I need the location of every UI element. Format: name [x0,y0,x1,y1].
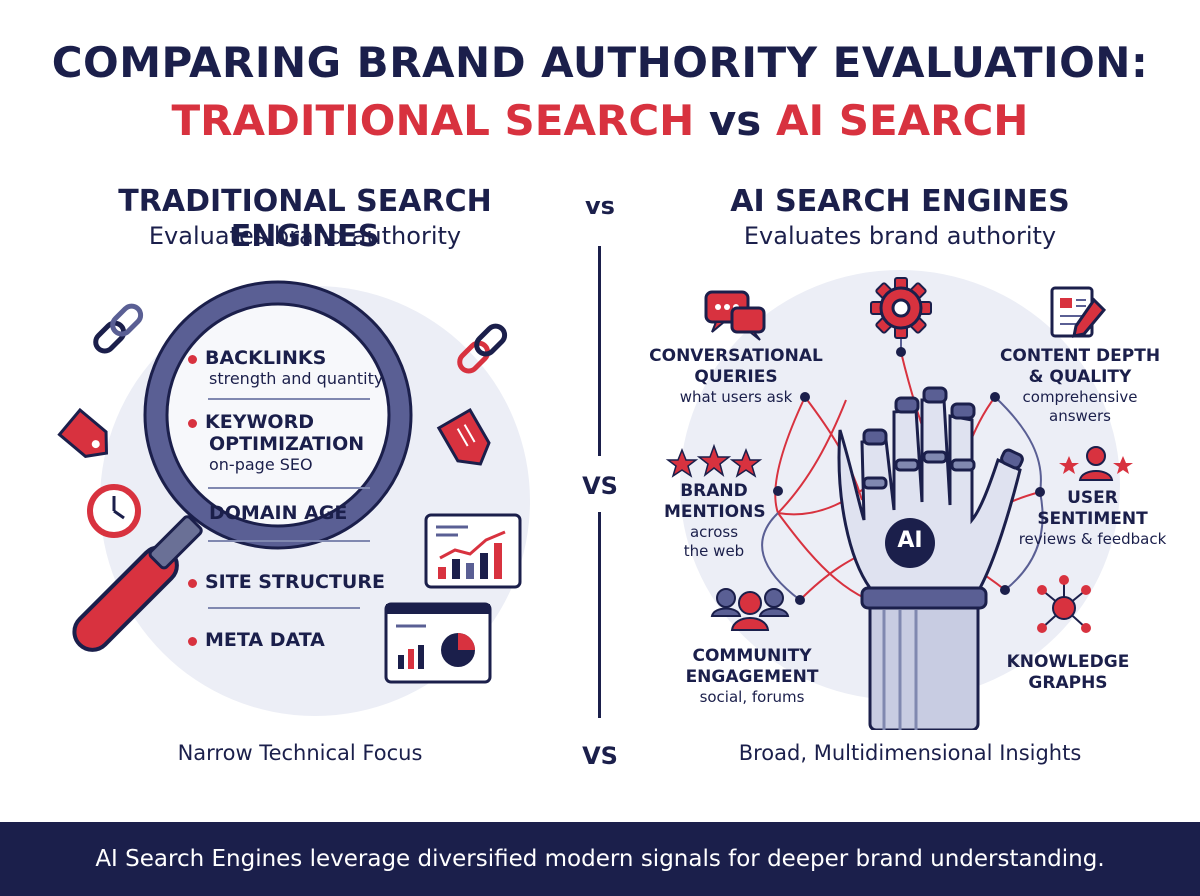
left-item-meta-data: META DATA [188,629,325,651]
backlinks-sub: strength and quantity [209,369,384,388]
footer-bar [0,822,1200,896]
divider-line [208,540,370,542]
keyword-sub: on-page SEO [209,455,313,474]
ai-item-user-sentiment: USER SENTIMENT reviews & feedback [1018,488,1167,548]
divider-line [208,398,370,400]
network-node [990,392,1000,402]
ai-badge-circle [885,518,935,568]
clock-icon [87,484,141,538]
footer-text: AI Search Engines leverage diversified m… [95,846,1105,872]
network-node [773,486,783,496]
title-line-1: COMPARING BRAND AUTHORITY EVALUATION: [51,38,1149,87]
network-node [896,347,906,357]
vs-bottom: VS [582,742,618,770]
ai-item-knowledge-graphs: KNOWLEDGE GRAPHS [1006,652,1130,693]
dashboard-icon [384,602,492,684]
left-illustration [57,280,522,684]
divider-line [208,607,360,609]
bullet-dot [188,579,197,588]
vs-middle: VS [582,472,618,500]
right-bottom-caption: Broad, Multidimensional Insights [738,741,1082,765]
title-vs: vs [708,96,762,145]
chain-icon [457,323,508,374]
network-node [1000,585,1010,595]
network-node [1035,487,1045,497]
left-item-domain-age: DOMAIN AGE [209,502,348,524]
right-illustration [665,277,1133,730]
ai-badge: AI [897,528,923,553]
ai-item-community: COMMUNITY ENGAGEMENT social, forums [685,646,819,706]
ai-item-content-depth: CONTENT DEPTH & QUALITY comprehensive an… [999,346,1161,425]
user-rating-icon [1059,446,1133,481]
document-pen-icon [1050,286,1107,338]
bar-chart-icon [424,513,522,589]
magnifier-lens [145,282,411,548]
bullet-dot [188,419,197,428]
left-item-keyword: KEYWORD OPTIMIZATION on-page SEO [188,411,364,475]
bullet-dot [188,355,197,364]
gear-icon [870,277,932,339]
right-heading: AI SEARCH ENGINES [730,184,1070,219]
tag-icon [436,407,491,466]
title-line-2: TRADITIONAL SEARCH vs AI SEARCH [0,96,1200,145]
community-icon [710,588,790,631]
divider-top [598,246,601,456]
divider-line [208,487,370,489]
ai-item-conversational: CONVERSATIONAL QUERIES what users ask [649,346,823,406]
network-node [800,392,810,402]
vs-top: vs [585,192,615,220]
right-subheading: Evaluates brand authority [743,222,1057,250]
bullet-dot [188,637,197,646]
chat-bubbles-icon [704,290,766,341]
network-node [795,595,805,605]
stars-icon [665,443,763,478]
tag-icon [57,407,109,458]
robot-hand-icon [837,386,1024,730]
left-item-backlinks: BACKLINKS strength and quantity [188,347,383,389]
ai-item-brand-mentions: BRAND MENTIONS across the web [664,481,766,560]
left-item-site-structure: SITE STRUCTURE [188,571,385,593]
knowledge-graph-icon [1037,575,1091,633]
left-bottom-caption: Narrow Technical Focus [177,741,423,765]
left-subheading: Evaluates brand authority [148,222,462,250]
divider-bottom [598,512,601,718]
title-traditional: TRADITIONAL SEARCH [171,96,695,145]
left-heading: TRADITIONAL SEARCH ENGINES [118,184,492,254]
chain-icon [93,303,144,354]
magnifier-neck [148,515,203,570]
title-ai: AI SEARCH [775,96,1029,145]
